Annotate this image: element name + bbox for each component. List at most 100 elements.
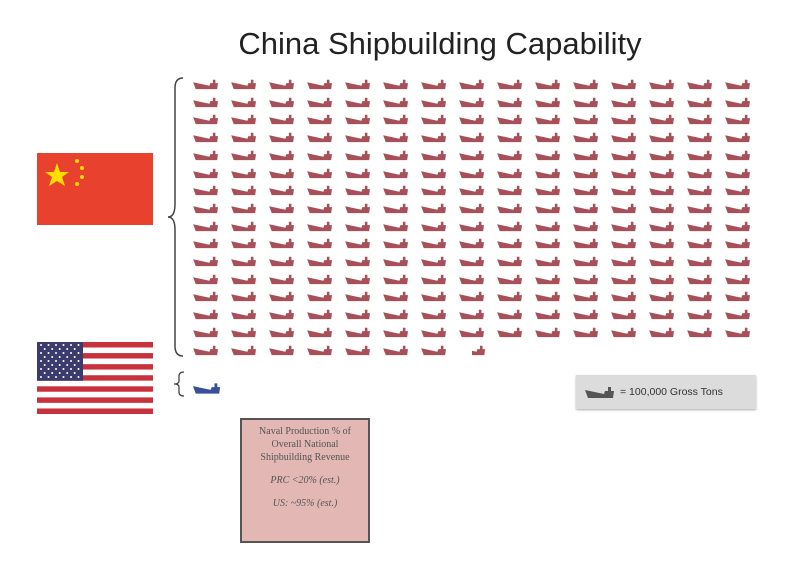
china-ship-icon: [649, 309, 674, 320]
china-ship-icon: [611, 185, 636, 196]
china-ship-icon: [611, 292, 636, 302]
china-ship-icon: [231, 168, 256, 178]
china-ship-icon: [535, 309, 560, 320]
china-ship-icon: [573, 274, 598, 284]
china-ship-icon: [687, 150, 712, 160]
china-ship-icon: [573, 150, 598, 160]
china-ship-icon: [421, 115, 446, 125]
china-ship-icon: [345, 292, 370, 302]
china-ship-icon: [459, 168, 484, 178]
china-ship-icon: [725, 292, 750, 302]
china-ship-icon: [687, 327, 712, 337]
china-ship-icon: [345, 327, 370, 337]
china-ship-icon: [725, 309, 750, 320]
china-ship-icon: [497, 97, 522, 107]
china-ship-icon: [307, 115, 332, 125]
legend-label: = 100,000 Gross Tons: [620, 386, 723, 398]
china-ship-icon: [725, 221, 750, 231]
china-ship-icon: [649, 327, 674, 337]
china-ship-icon: [535, 132, 560, 143]
note-prc: PRC <20% (est.): [270, 475, 340, 486]
china-ship-icon: [383, 309, 408, 320]
china-ship-icon: [687, 168, 712, 178]
china-ship-icon: [345, 256, 370, 267]
china-ship-icon: [193, 221, 218, 231]
china-ship-icon: [231, 203, 256, 214]
china-ship-icon: [269, 274, 294, 284]
china-ship-icon: [611, 256, 636, 267]
china-ship-icon: [497, 274, 522, 284]
china-ship-icon: [269, 221, 294, 231]
china-ship-icon: [459, 97, 484, 107]
china-ship-icon: [573, 292, 598, 302]
china-ship-icon: [307, 168, 332, 178]
china-ship-icon: [383, 256, 408, 267]
china-ship-icon: [497, 327, 522, 337]
china-ship-icon: [345, 345, 370, 355]
china-ship-icon: [193, 309, 218, 320]
china-ship-icon: [193, 185, 218, 196]
china-ship-icon: [459, 79, 484, 90]
china-ship-icon: [269, 97, 294, 107]
china-ship-icon: [193, 97, 218, 107]
note-heading: Naval Production % of Overall National S…: [259, 426, 351, 463]
china-ship-icon: [269, 203, 294, 214]
china-ship-icon: [231, 274, 256, 284]
china-ship-icon: [725, 185, 750, 196]
china-ship-icon: [421, 79, 446, 90]
china-ship-icon: [193, 345, 218, 355]
china-ship-icon: [611, 132, 636, 143]
china-ship-icon: [725, 239, 750, 249]
china-ship-icon: [459, 239, 484, 249]
china-ship-icon: [649, 256, 674, 267]
china-ship-icon: [307, 327, 332, 337]
china-ship-icon: [383, 274, 408, 284]
china-ship-icon: [687, 203, 712, 214]
china-ship-icon: [725, 203, 750, 214]
china-ship-icon: [307, 97, 332, 107]
china-ship-icon: [649, 203, 674, 214]
china-ship-icon: [611, 327, 636, 337]
china-ship-icon: [497, 256, 522, 267]
china-ship-icon: [383, 221, 408, 231]
china-ship-icon: [421, 309, 446, 320]
china-ship-icon: [383, 327, 408, 337]
china-ship-icon: [611, 239, 636, 249]
china-ship-icon: [345, 115, 370, 125]
naval-production-note: Naval Production % of Overall National S…: [240, 418, 370, 543]
china-ship-icon: [421, 185, 446, 196]
china-ship-icon: [725, 327, 750, 337]
china-flag: [37, 153, 153, 225]
china-ship-icon: [421, 256, 446, 267]
note-us: US: ~95% (est.): [272, 498, 338, 509]
china-ship-icon: [687, 309, 712, 320]
china-ship-icon: [459, 221, 484, 231]
us-ship-icon: [192, 383, 221, 394]
china-ship-icon: [459, 132, 484, 143]
china-ship-icon: [573, 97, 598, 107]
china-ship-icon: [193, 115, 218, 125]
china-ship-icon: [459, 115, 484, 125]
china-ship-icon: [535, 79, 560, 90]
china-ship-icon: [345, 274, 370, 284]
china-ship-icon: [649, 221, 674, 231]
china-ship-icon: [345, 221, 370, 231]
us-flag: [37, 342, 153, 414]
china-ship-icon: [649, 115, 674, 125]
china-ship-icon: [307, 203, 332, 214]
china-ship-icon: [383, 150, 408, 160]
china-ship-icon: [193, 239, 218, 249]
china-ship-icon: [535, 292, 560, 302]
china-ship-icon: [611, 203, 636, 214]
china-ship-icon: [269, 132, 294, 143]
china-ship-icon: [649, 97, 674, 107]
china-ship-icon: [307, 150, 332, 160]
china-ship-icon: [269, 79, 294, 90]
china-ship-icon: [345, 239, 370, 249]
china-ship-icon: [231, 239, 256, 249]
china-ship-icon: [687, 292, 712, 302]
china-ship-icon: [535, 327, 560, 337]
china-ship-icon: [421, 150, 446, 160]
china-ship-icon: [193, 150, 218, 160]
china-ship-icon: [459, 327, 484, 337]
